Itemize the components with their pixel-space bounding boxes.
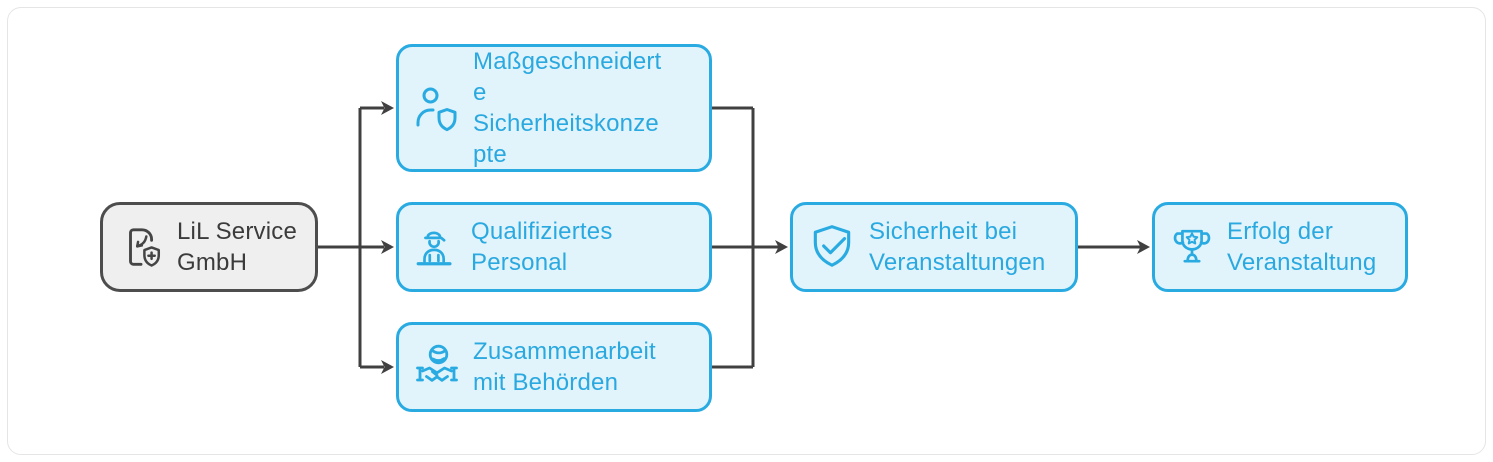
node-label: Maßgeschneiderte Sicherheitskonzepte [473,47,662,169]
handshake-globe-icon [413,343,461,391]
shield-check-icon [807,222,857,272]
document-shield-plus-icon [119,224,165,270]
node-label: Qualifiziertes Personal [471,217,613,276]
security-guard-icon [413,224,459,270]
node-security: Sicherheit bei Veranstaltungen [790,202,1078,292]
arrowhead [381,101,394,115]
node-label: LiL Service GmbH [177,217,298,276]
arrowhead [1137,240,1150,254]
user-shield-icon [413,84,461,132]
arrowhead [381,360,394,374]
node-company: LiL Service GmbH [100,202,318,292]
trophy-star-icon [1169,224,1215,270]
node-concepts: Maßgeschneiderte Sicherheitskonzepte [396,44,712,172]
arrowhead [775,240,788,254]
node-cooperation: Zusammenarbeit mit Behörden [396,322,712,412]
node-personnel: Qualifiziertes Personal [396,202,712,292]
node-success: Erfolg der Veranstaltung [1152,202,1408,292]
node-label: Erfolg der Veranstaltung [1227,217,1377,276]
arrowhead [381,240,394,254]
node-label: Sicherheit bei Veranstaltungen [869,217,1046,276]
connector-lines [318,106,1141,369]
node-label: Zusammenarbeit mit Behörden [473,337,656,396]
